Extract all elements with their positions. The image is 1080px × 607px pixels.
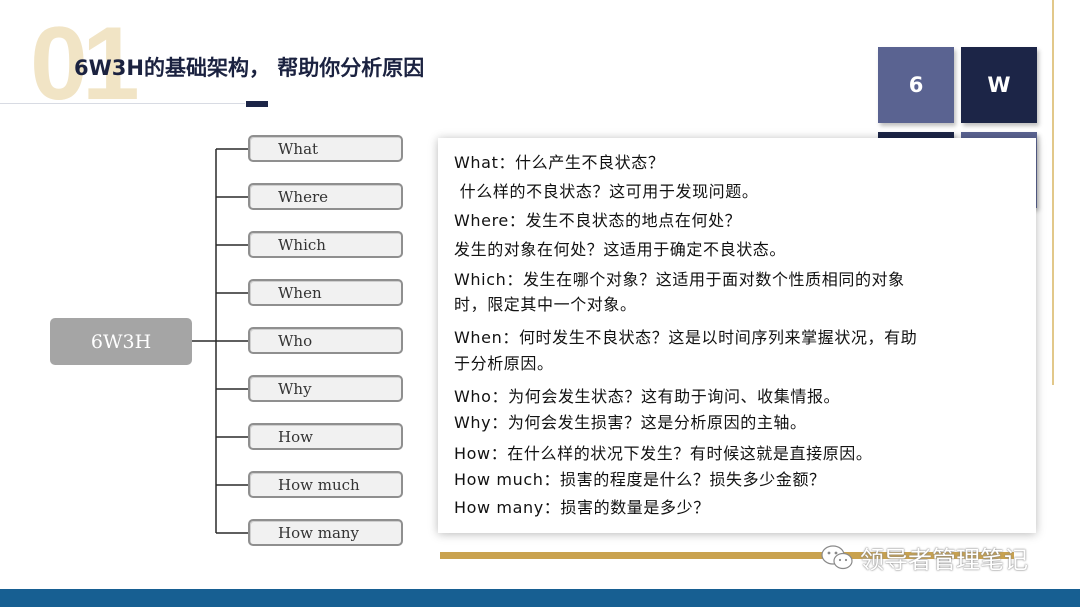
desc-how-many: How many：损害的数量是多少？ <box>454 498 710 517</box>
tree-leaf-where: Where <box>248 183 403 210</box>
header-divider <box>0 103 245 104</box>
tree-leaf-which: Which <box>248 231 403 258</box>
wechat-icon <box>821 544 853 569</box>
right-accent-line <box>1052 0 1054 385</box>
watermark: 领导者管理笔记 <box>820 540 1028 575</box>
header-accent-dash <box>246 101 268 107</box>
gold-accent-bar <box>440 552 1014 559</box>
grid-cell-w: W <box>961 47 1037 123</box>
tree-leaf-how-many: How many <box>248 519 403 546</box>
desc-what-2: 什么样的不良状态？这可用于发现问题。 <box>454 182 759 201</box>
tree-connectors <box>192 148 248 534</box>
description-panel: What：什么产生不良状态？ 什么样的不良状态？这可用于发现问题。 Where：… <box>438 138 1036 533</box>
desc-when-1: When：何时发生不良状态？这是以时间序列来掌握状况，有助 <box>454 328 918 347</box>
desc-how-much: How much：损害的程度是什么？损失多少金额？ <box>454 470 826 489</box>
slide-title: 6W3H的基础架构， 帮助你分析原因 <box>74 56 425 80</box>
desc-what-1: What：什么产生不良状态？ <box>454 153 665 172</box>
desc-where-2: 发生的对象在何处？这适用于确定不良状态。 <box>454 240 787 259</box>
footer-bar <box>0 589 1080 607</box>
desc-which-1: Which：发生在哪个对象？这适用于面对数个性质相同的对象 <box>454 270 905 289</box>
desc-why: Why：为何会发生损害？这是分析原因的主轴。 <box>454 413 807 432</box>
tree-leaf-why: Why <box>248 375 403 402</box>
tree-leaf-who: Who <box>248 327 403 354</box>
desc-who: Who：为何会发生状态？这有助于询问、收集情报。 <box>454 387 841 406</box>
tree-leaf-when: When <box>248 279 403 306</box>
tree-root-node: 6W3H <box>50 318 192 365</box>
watermark-text: 领导者管理笔记 <box>860 546 1028 574</box>
desc-when-2: 于分析原因。 <box>454 354 554 373</box>
desc-where-1: Where：发生不良状态的地点在何处？ <box>454 211 742 230</box>
section-number: 01 <box>30 6 140 122</box>
desc-which-2: 时，限定其中一个对象。 <box>454 295 637 314</box>
desc-how: How：在什么样的状况下发生？有时候这就是直接原因。 <box>454 444 873 463</box>
tree-leaf-what: What <box>248 135 403 162</box>
tree-leaf-how-much: How much <box>248 471 403 498</box>
grid-cell-6: 6 <box>878 47 954 123</box>
tree-leaf-how: How <box>248 423 403 450</box>
